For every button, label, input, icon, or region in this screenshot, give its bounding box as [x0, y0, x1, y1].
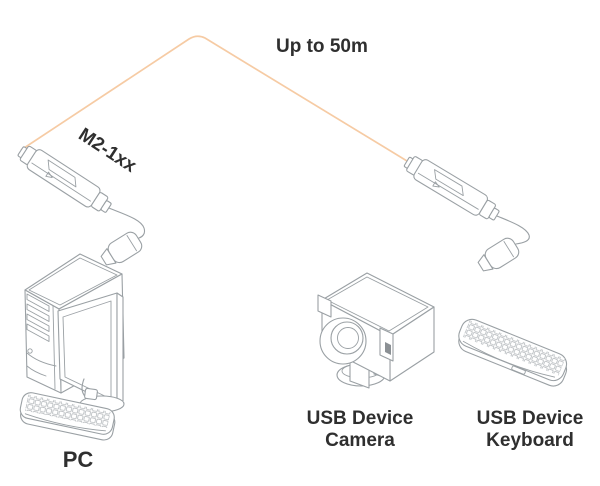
pc-monitor	[57, 292, 125, 413]
keyboard-label-line1: USB Device	[476, 408, 584, 429]
camera-label-line1: USB Device	[306, 408, 414, 429]
usb-extender-right	[403, 156, 500, 221]
keyboard-label-line2: Keyboard	[486, 430, 574, 451]
usb-cable-left	[108, 207, 146, 239]
usb-extender-left	[17, 145, 112, 213]
pc-label: PC	[62, 447, 94, 472]
keyboard-illustration	[458, 318, 568, 387]
usb-plug-left	[100, 231, 143, 266]
cable-length-label: Up to 50m	[276, 36, 368, 57]
pc-keyboard	[19, 392, 116, 441]
usb-cable-right	[496, 215, 530, 245]
camera-label-line2: Camera	[325, 430, 395, 451]
keyboard-label: USB Device Keyboard	[463, 408, 597, 452]
usb-plug-right	[477, 237, 520, 272]
extension-cable-line	[20, 35, 408, 162]
camera-vent	[385, 342, 391, 355]
camera-illustration	[317, 272, 435, 389]
camera-label: USB Device Camera	[293, 408, 427, 452]
pc-illustration	[19, 253, 125, 441]
